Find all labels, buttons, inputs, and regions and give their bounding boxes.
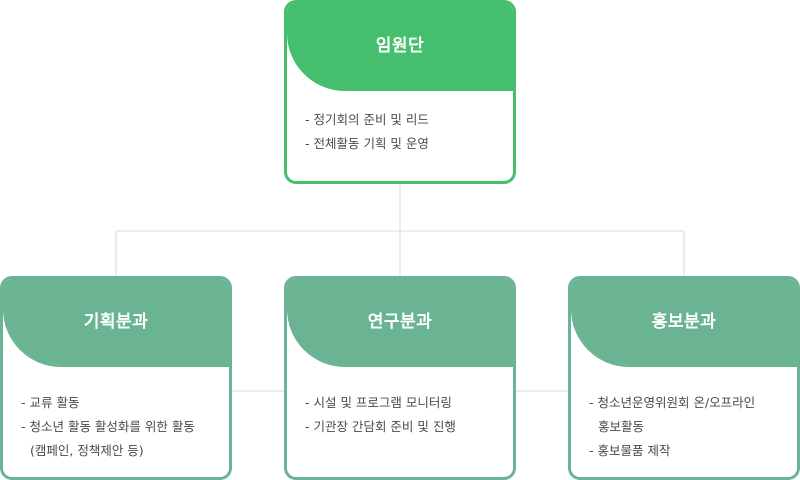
planning-division-card: 기획분과 - 교류 활동 - 청소년 활동 활성화를 위한 활동 (캠페인, 정… xyxy=(0,276,232,480)
promotion-division-header: 홍보분과 xyxy=(571,279,797,367)
promotion-division-title: 홍보분과 xyxy=(651,312,717,332)
duty-item: (캠페인, 정책제안 등) xyxy=(30,443,144,458)
planning-division-title: 기획분과 xyxy=(83,312,149,332)
executive-team-title: 임원단 xyxy=(375,36,425,56)
planning-division-duties: - 교류 활동 - 청소년 활동 활성화를 위한 활동 (캠페인, 정책제안 등… xyxy=(21,391,219,463)
research-division-duties: - 시설 및 프로그램 모니터링 - 기관장 간담회 준비 및 진행 xyxy=(305,391,503,439)
research-division-title: 연구분과 xyxy=(367,312,433,332)
duty-item: - 정기회의 준비 및 리드 xyxy=(305,112,429,127)
duty-item: - 기관장 간담회 준비 및 진행 xyxy=(305,419,456,434)
promotion-division-duties: - 청소년운영위원회 온/오프라인 홍보활동 - 홍보물품 제작 xyxy=(589,391,787,463)
promotion-division-card: 홍보분과 - 청소년운영위원회 온/오프라인 홍보활동 - 홍보물품 제작 xyxy=(568,276,800,480)
duty-item: - 홍보물품 제작 xyxy=(589,443,671,458)
executive-team-card: 임원단 - 정기회의 준비 및 리드 - 전체활동 기획 및 운영 xyxy=(284,0,516,184)
duty-item: - 교류 활동 xyxy=(21,395,80,410)
executive-team-header: 임원단 xyxy=(287,3,513,91)
duty-item: - 시설 및 프로그램 모니터링 xyxy=(305,395,452,410)
duty-item: 홍보활동 xyxy=(598,419,645,434)
research-division-card: 연구분과 - 시설 및 프로그램 모니터링 - 기관장 간담회 준비 및 진행 xyxy=(284,276,516,480)
planning-division-header: 기획분과 xyxy=(3,279,229,367)
duty-item: - 청소년운영위원회 온/오프라인 xyxy=(589,395,756,410)
research-division-header: 연구분과 xyxy=(287,279,513,367)
duty-item: - 청소년 활동 활성화를 위한 활동 xyxy=(21,419,195,434)
duty-item: - 전체활동 기획 및 운영 xyxy=(305,136,429,151)
executive-team-duties: - 정기회의 준비 및 리드 - 전체활동 기획 및 운영 xyxy=(305,108,503,156)
